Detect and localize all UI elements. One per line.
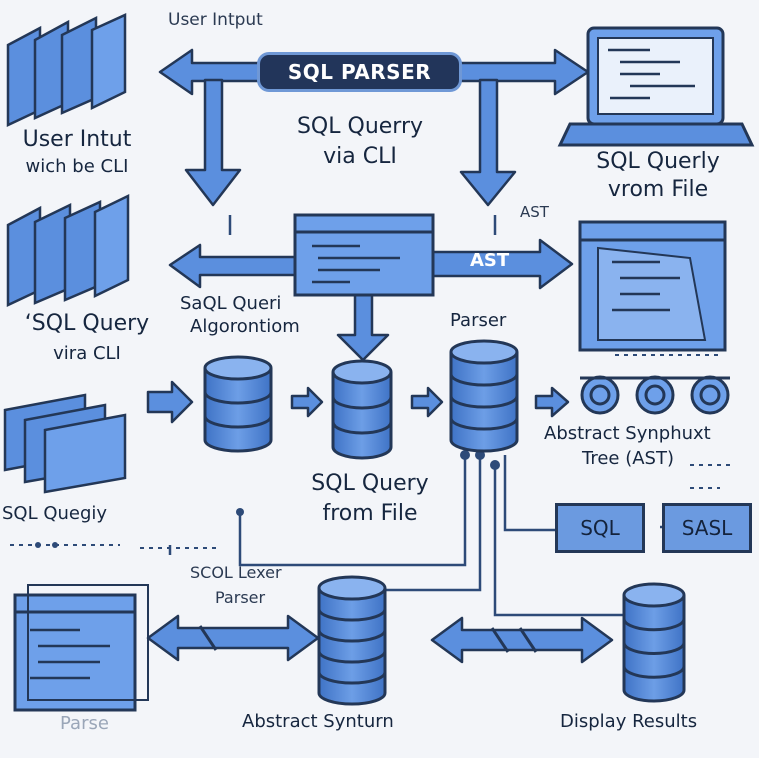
database-icon-3 <box>449 339 519 453</box>
database-cylinders <box>203 339 686 706</box>
small-arrow-2 <box>290 386 324 418</box>
label-sql-query-file-1: SQL Query <box>311 471 429 496</box>
label-algo-1: SaQL Queri <box>180 293 282 314</box>
books-stack-top <box>6 13 127 127</box>
label-top-user-input: User Intput <box>168 10 263 30</box>
right-down-arrow <box>459 78 517 207</box>
label-sql-query-file-2: from File <box>322 501 418 526</box>
label-user-input: User Intut <box>22 127 132 152</box>
books-stack-mid <box>6 194 130 307</box>
left-down-arrow <box>184 78 242 207</box>
laptop-icon <box>557 26 755 147</box>
label-parse: Parse <box>60 713 109 734</box>
label-query-cli-2: via CLI <box>323 144 397 169</box>
label-parser: Parser <box>450 310 507 331</box>
label-query-cli-1: SQL Querry <box>296 114 424 139</box>
label-cli: wich be CLI <box>25 156 129 177</box>
browser-window-right <box>578 220 727 352</box>
label-query-file-2: vrom File <box>607 177 709 202</box>
small-arrow-4 <box>534 386 570 418</box>
label-lexer-2: Parser <box>215 588 266 607</box>
label-query-file-1: SQL Querly <box>596 149 720 174</box>
sasl-box: SASL <box>662 503 752 553</box>
database-icon-1 <box>203 355 273 453</box>
small-arrow-3 <box>410 386 444 418</box>
label-abstract-2: Tree (AST) <box>582 448 675 469</box>
label-abstract-1: Abstract Synphuxt <box>544 423 711 444</box>
label-sql-query-left: SQL Quegiy <box>2 503 108 524</box>
label-algo-2: Algorontiom <box>190 316 300 337</box>
books-stack-low <box>3 393 127 494</box>
mid-right-arrow <box>428 238 574 290</box>
label-mid-left-1: ‘SQL Query <box>24 311 150 336</box>
label-lexer-1: SCOL Lexer <box>190 563 282 582</box>
mid-left-arrow <box>168 243 302 289</box>
small-arrow-1 <box>146 380 194 424</box>
label-mid-left-2: vira CLI <box>53 343 121 364</box>
database-icon-4 <box>317 575 387 706</box>
label-abstract-synturn: Abstract Synturn <box>242 711 394 732</box>
database-icon-2 <box>331 359 393 460</box>
browser-down-arrow <box>336 288 390 362</box>
sql-box: SQL <box>555 503 645 553</box>
label-ast-arrow: AST <box>470 250 510 271</box>
label-ast-small: AST <box>520 203 549 221</box>
bottom-left-double-arrow <box>146 614 320 662</box>
database-icon-5 <box>622 582 686 703</box>
ast-tree-icon <box>580 375 730 415</box>
bottom-right-double-arrow <box>430 616 614 664</box>
browser-window-bottom-left <box>13 584 149 712</box>
label-display-results: Display Results <box>560 711 698 732</box>
sql-parser-title: SQL PARSER <box>257 52 462 92</box>
